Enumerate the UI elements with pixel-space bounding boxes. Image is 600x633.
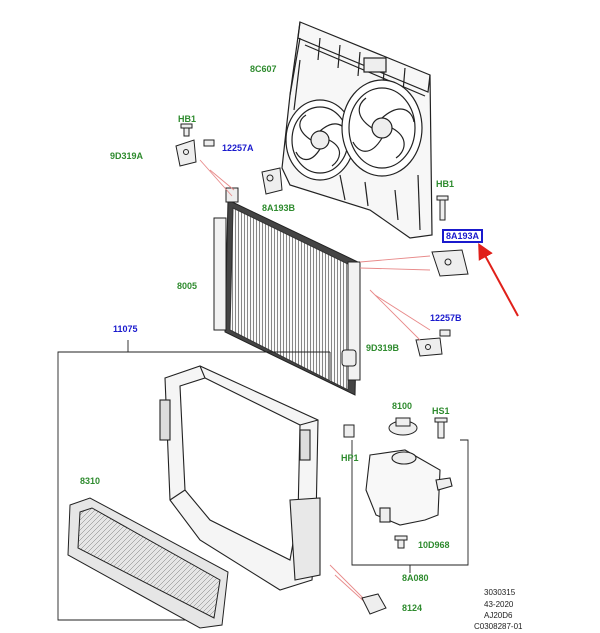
label-hb1-right[interactable]: HB1 (436, 179, 455, 189)
air-deflector[interactable] (67, 497, 229, 629)
screw-12257a[interactable] (203, 139, 215, 147)
shroud-group-bracket (57, 340, 331, 621)
coolant-reservoir[interactable] (365, 449, 453, 526)
label-hb1-top[interactable]: HB1 (178, 114, 197, 124)
reservoir-group-bracket (351, 439, 469, 573)
label-8310[interactable]: 8310 (80, 476, 101, 486)
label-10d968[interactable]: 10D968 (418, 540, 450, 550)
cooling-fan-assembly[interactable] (281, 21, 433, 239)
footer-line-4: C0308287-01 (474, 622, 523, 631)
label-8c607[interactable]: 8C607 (250, 64, 277, 74)
radiator-frame[interactable] (159, 365, 321, 591)
screw-12257b[interactable] (439, 329, 451, 337)
footer-line-2: 43-2020 (484, 600, 514, 609)
bracket-8a193a[interactable] (431, 249, 469, 277)
radiator[interactable] (213, 187, 361, 396)
clip-8124[interactable] (361, 593, 387, 615)
sensor-hs1[interactable] (434, 417, 448, 439)
label-8a193a-highlighted[interactable]: 8A193A (442, 229, 484, 243)
bracket-9d319a[interactable] (175, 139, 197, 167)
indicator-arrow (478, 242, 519, 317)
label-12257b[interactable]: 12257B (430, 313, 462, 323)
label-9d319b[interactable]: 9D319B (366, 343, 400, 353)
footer-line-3: AJ20D6 (484, 611, 513, 620)
fitting-hp1[interactable] (343, 424, 355, 438)
label-9d319a[interactable]: 9D319A (110, 151, 144, 161)
bolt-hb1-right[interactable] (436, 195, 449, 221)
label-hp1[interactable]: HP1 (341, 453, 359, 463)
leader-lines (199, 159, 431, 606)
label-8a080[interactable]: 8A080 (402, 573, 429, 583)
label-8005[interactable]: 8005 (177, 281, 198, 291)
bracket-8a193b[interactable] (261, 167, 283, 195)
label-hs1[interactable]: HS1 (432, 406, 450, 416)
bolt-10d968[interactable] (394, 535, 408, 549)
label-12257a[interactable]: 12257A (222, 143, 254, 153)
label-8100[interactable]: 8100 (392, 401, 413, 411)
reservoir-cap[interactable] (388, 417, 418, 436)
label-8124[interactable]: 8124 (402, 603, 423, 613)
bolt-hb1-top[interactable] (180, 123, 193, 137)
bracket-9d319b[interactable] (415, 337, 443, 357)
label-8a193b[interactable]: 8A193B (262, 203, 296, 213)
label-11075[interactable]: 11075 (113, 324, 138, 334)
footer-line-1: 3030315 (484, 588, 516, 597)
